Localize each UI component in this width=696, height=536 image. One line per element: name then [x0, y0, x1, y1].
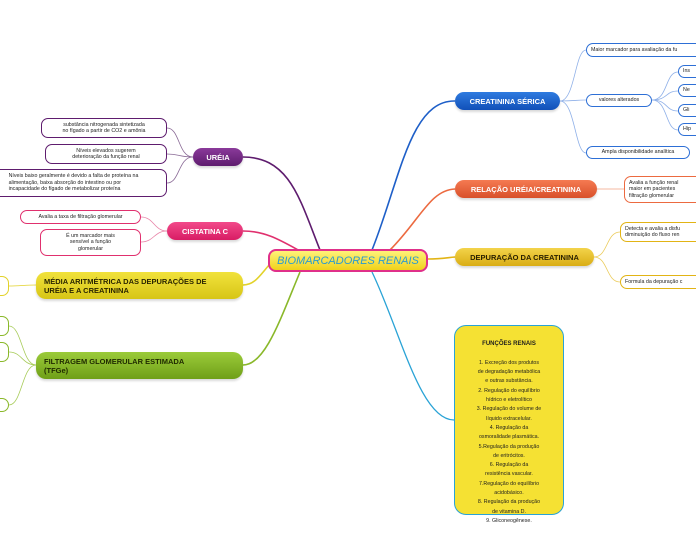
leaf-marcador-sensivel[interactable]: É um marcador mais sensível a função glo… — [40, 229, 141, 256]
branch-depuracao-creatinina[interactable]: DEPURAÇÃO DA CREATININA — [455, 248, 594, 266]
leaf-ne[interactable]: Ne — [678, 84, 696, 97]
leaf-ins[interactable]: Ins — [678, 65, 696, 78]
central-topic[interactable]: BIOMARCADORES RENAIS — [268, 249, 428, 272]
funcoes-renais-title: FUNÇÕES RENAIS — [482, 341, 536, 348]
leaf-ampla-disponibilidade[interactable]: Ampla disponibilidade analítica — [586, 146, 690, 159]
branch-relacao-ureia-creatinina[interactable]: RELAÇÃO URÉIA/CREATININA — [455, 180, 597, 198]
branch-cistatina-c[interactable]: CISTATINA C — [167, 222, 243, 240]
funcoes-renais-box[interactable]: FUNÇÕES RENAIS 1. Excreção dos produtos … — [454, 325, 564, 524]
leaf-maior-marcador[interactable]: Maior marcador para avaliação da fu — [586, 43, 696, 57]
branch-filtragem-glomerular[interactable]: FILTRAGEM GLOMERULAR ESTIMADA (TFGe) — [36, 352, 243, 379]
branch-ureia[interactable]: URÉIA — [193, 148, 243, 166]
leaf-filtragem-child-2[interactable] — [0, 342, 9, 362]
connector-lines — [8, 49, 679, 421]
leaf-media-child[interactable] — [0, 276, 9, 296]
leaf-filtragem-child-3[interactable] — [0, 398, 9, 412]
leaf-niveis-baixo[interactable]: Níveis baixo geralmente é devido a falta… — [0, 169, 167, 197]
leaf-substancia-nitrogenada[interactable]: substância nitrogenada sintetizada no fí… — [41, 118, 167, 138]
leaf-valores-alterados[interactable]: valores alterados — [586, 94, 652, 107]
leaf-avalia-taxa-filtracao[interactable]: Avalia a taxa de filtração glomerular — [20, 210, 141, 224]
leaf-gli[interactable]: Gli — [678, 104, 696, 117]
leaf-avalia-funcao-renal[interactable]: Avalia a função renal maior em pacientes… — [624, 176, 696, 203]
leaf-detecta-disfuncao[interactable]: Detecta e avalia a disfu diminuição do f… — [620, 222, 696, 242]
leaf-niveis-elevados[interactable]: Níveis elevados sugerem deterioração da … — [45, 144, 167, 164]
branch-creatinina-serica[interactable]: CREATININA SÉRICA — [455, 92, 560, 110]
funcoes-renais-text: 1. Excreção dos produtos de degradação m… — [476, 359, 542, 524]
leaf-hip[interactable]: Hip — [678, 123, 696, 136]
branch-media-aritmetica[interactable]: MÉDIA ARITMÉTRICA DAS DEPURAÇÕES DE URÉI… — [36, 272, 243, 299]
leaf-formula-depuracao[interactable]: Formula da depuração c — [620, 275, 696, 289]
leaf-filtragem-child-1[interactable] — [0, 316, 9, 336]
